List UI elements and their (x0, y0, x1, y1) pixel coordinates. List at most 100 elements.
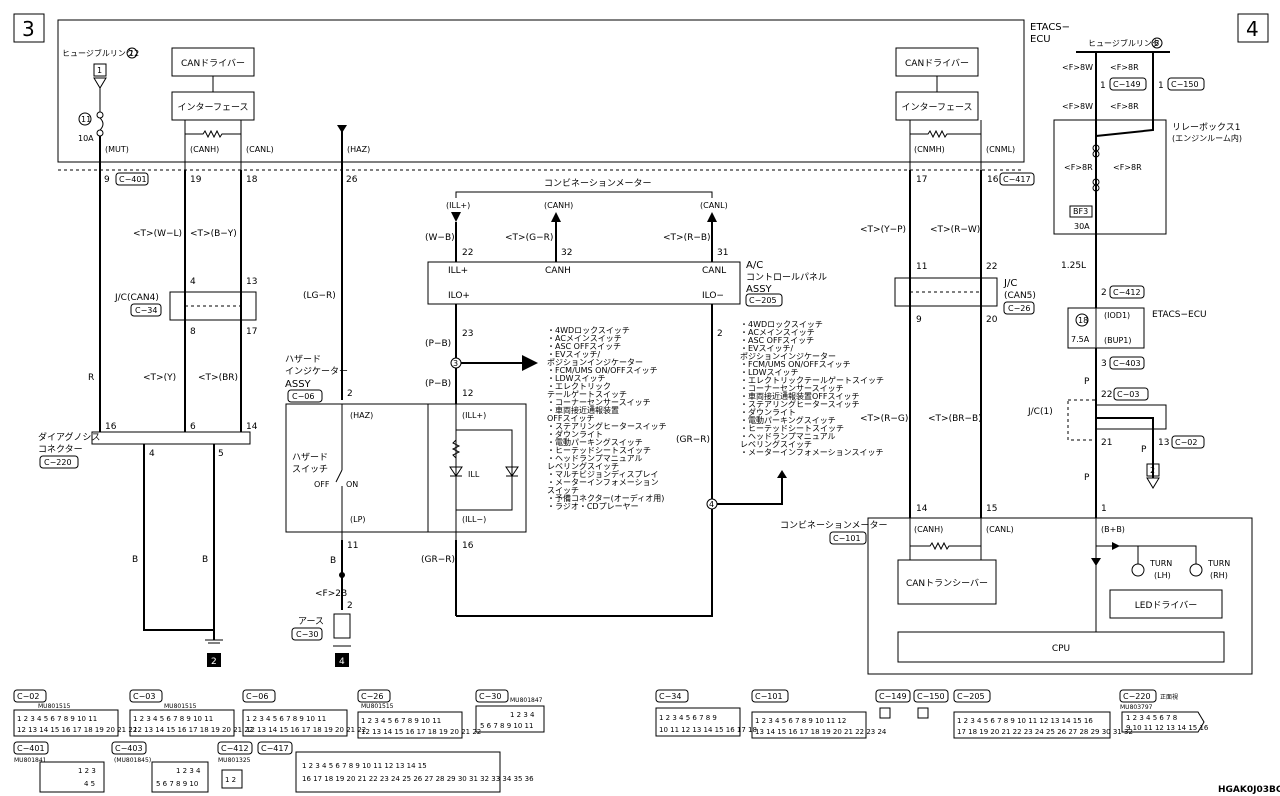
svg-text:・EVスイッチ/: ・EVスイッチ/ (547, 350, 601, 359)
svg-text:・エレクトリックテールゲートスイッチ: ・エレクトリックテールゲートスイッチ (740, 375, 884, 385)
svg-text:11: 11 (347, 541, 358, 551)
hazard-switch-2: スイッチ (292, 464, 328, 475)
page-mark-right: 4 (1246, 17, 1259, 41)
svg-text:(LP): (LP) (350, 515, 366, 524)
conn-c401-label: C−401 (119, 175, 147, 184)
ac-panel-label-1: A/C (746, 260, 763, 271)
svg-text:・ヘッドランプマニュアル: ・ヘッドランプマニュアル (740, 432, 836, 441)
hazard-label-1: ハザード (285, 354, 321, 365)
svg-text:5 6 7 8 9 10: 5 6 7 8 9 10 (156, 780, 198, 788)
interface-right (895, 91, 979, 121)
svg-text:・電動パーキングスイッチ: ・電動パーキングスイッチ (547, 437, 643, 447)
wire-p1: P (1084, 377, 1090, 387)
wire-p3: P (1084, 473, 1090, 483)
svg-text:・EVスイッチ/: ・EVスイッチ/ (740, 344, 794, 353)
svg-text:・ACメインスイッチ: ・ACメインスイッチ (740, 328, 815, 337)
svg-text:・マルチビジョンディスプレイ: ・マルチビジョンディスプレイ (547, 469, 658, 479)
jc-can5-label-1: J/C (1003, 278, 1017, 289)
connector-c412: C−412 MU801325 1 2 (217, 741, 253, 789)
svg-text:C−150: C−150 (917, 692, 945, 701)
svg-text:12 13 14 15 16 17 18 19 20 21: 12 13 14 15 16 17 18 19 20 21 22 (133, 726, 253, 734)
svg-text:TURN: TURN (1149, 559, 1172, 568)
svg-text:スイッチ: スイッチ (547, 486, 579, 495)
svg-text:・メーターインフォメーションスイッチ: ・メーターインフォメーションスイッチ (740, 448, 883, 457)
etacs-title-2: ECU (1030, 34, 1051, 45)
svg-text:2: 2 (1101, 288, 1107, 298)
fusible-left-label: ヒュージブルリンク (62, 48, 134, 58)
svg-text:(IOD1): (IOD1) (1104, 311, 1130, 320)
can-transceiver (897, 559, 997, 605)
svg-text:(B+B): (B+B) (1101, 525, 1125, 534)
svg-text:・メーターインフォメーション: ・メーターインフォメーション (547, 478, 659, 487)
svg-text:6: 6 (190, 422, 196, 432)
sig-canh: (CANH) (190, 145, 219, 154)
relay-bf3: BF3 (1073, 207, 1088, 216)
interface-left-label: インターフェース (177, 102, 248, 113)
wire-pb2: (P−B) (425, 379, 451, 389)
wire-grr2: (GR−R) (676, 435, 710, 445)
connector-c06: C−06 1 2 3 4 5 6 7 8 9 10 11 12 13 14 15… (242, 689, 366, 737)
conn-c149: C−149 (1113, 80, 1141, 89)
svg-text:1 2 3 4: 1 2 3 4 (176, 767, 201, 775)
svg-text:20: 20 (986, 315, 998, 325)
jc1-conn: C−03 (1117, 390, 1139, 399)
svg-text:11: 11 (916, 262, 927, 272)
wire-f2b: <F>2B (315, 589, 347, 599)
svg-text:・ヘッドランプマニュアル: ・ヘッドランプマニュアル (547, 454, 643, 463)
svg-text:C−06: C−06 (246, 692, 268, 701)
hazard-label-2: インジケーター (285, 366, 348, 377)
connector-c150: C−150 (913, 689, 949, 719)
svg-text:<F>8R: <F>8R (1110, 102, 1139, 111)
svg-text:MU801515: MU801515 (38, 703, 71, 710)
svg-text:9 10 11 12 13 14 15 16: 9 10 11 12 13 14 15 16 (1126, 724, 1209, 732)
svg-text:・ASC OFFスイッチ: ・ASC OFFスイッチ (547, 342, 621, 351)
svg-text:12: 12 (462, 389, 473, 399)
svg-text:1 2 3 4 5 6 7 8 9 10 11: 1 2 3 4 5 6 7 8 9 10 11 (246, 715, 326, 723)
svg-text:・コーナーセンサースイッチ: ・コーナーセンサースイッチ (547, 398, 651, 407)
svg-text:テールゲートスイッチ: テールゲートスイッチ (547, 389, 627, 399)
svg-text:・ヒーテッドシートスイッチ: ・ヒーテッドシートスイッチ (740, 424, 844, 433)
svg-text:9: 9 (916, 315, 922, 325)
svg-text:OFFスイッチ: OFFスイッチ (547, 414, 595, 423)
sig-cnmh: (CNMH) (914, 145, 945, 154)
svg-text:(CANH): (CANH) (914, 525, 943, 534)
svg-text:・ダウンライト: ・ダウンライト (740, 407, 796, 417)
svg-text:12 13 14 15 16 17 18 19 20 21: 12 13 14 15 16 17 18 19 20 21 22 (361, 728, 481, 736)
jc-can4-box (169, 291, 257, 321)
svg-text:MU801515: MU801515 (361, 703, 394, 710)
svg-text:C−417: C−417 (261, 744, 289, 753)
switch-list-2: ・4WDロックスイッチ ・ACメインスイッチ ・ASC OFFスイッチ ・EVス… (740, 320, 884, 457)
ac-panel-box (427, 261, 741, 305)
svg-text:1 2 3 4 5 6 7 8 9 10 11: 1 2 3 4 5 6 7 8 9 10 11 (361, 717, 441, 725)
svg-text:15: 15 (986, 504, 997, 514)
svg-text:・ACメインスイッチ: ・ACメインスイッチ (547, 334, 622, 343)
svg-text:CANH: CANH (545, 266, 571, 276)
wire-pb1: (P−B) (425, 339, 451, 349)
svg-text:16: 16 (462, 541, 474, 551)
wire-twl: <T>(W−L) (133, 229, 182, 239)
page-mark-left: 3 (22, 17, 35, 41)
svg-text:6: 6 (1154, 39, 1159, 48)
connector-c34: C−34 1 2 3 4 5 6 7 8 9 10 11 12 13 14 15… (655, 689, 757, 737)
svg-text:・FCM/UMS ON/OFFスイッチ: ・FCM/UMS ON/OFFスイッチ (547, 366, 658, 375)
svg-text:5: 5 (218, 449, 224, 459)
svg-text:MU801841: MU801841 (14, 757, 47, 764)
fuse-left-amp: 10A (78, 134, 94, 143)
svg-text:1 2 3 4 5 6 7 8 9 10 11 12 13: 1 2 3 4 5 6 7 8 9 10 11 12 13 14 15 16 (957, 717, 1093, 725)
svg-text:C−34: C−34 (659, 692, 681, 701)
svg-text:レベリングスイッチ: レベリングスイッチ (547, 461, 619, 471)
relay-box (1053, 119, 1167, 235)
wire-r: R (88, 373, 94, 383)
meter-bottom-conn: C−101 (833, 534, 861, 543)
connector-c417: C−417 1 2 3 4 5 6 7 8 9 10 11 12 13 14 1… (257, 741, 534, 793)
svg-text:ポジションインジケーター: ポジションインジケーター (740, 352, 836, 361)
jc-can5-label-2: (CAN5) (1004, 291, 1036, 301)
can-driver-left-label: CANドライバー (181, 58, 245, 69)
svg-text:2: 2 (717, 329, 723, 339)
hazard-conn: C−06 (292, 392, 314, 401)
jc1-label: J/C(1) (1027, 407, 1053, 417)
svg-text:14: 14 (916, 504, 928, 514)
svg-text:1 2 3 4 5 6 7 8 9: 1 2 3 4 5 6 7 8 9 (659, 714, 717, 722)
svg-text:22: 22 (462, 248, 473, 258)
